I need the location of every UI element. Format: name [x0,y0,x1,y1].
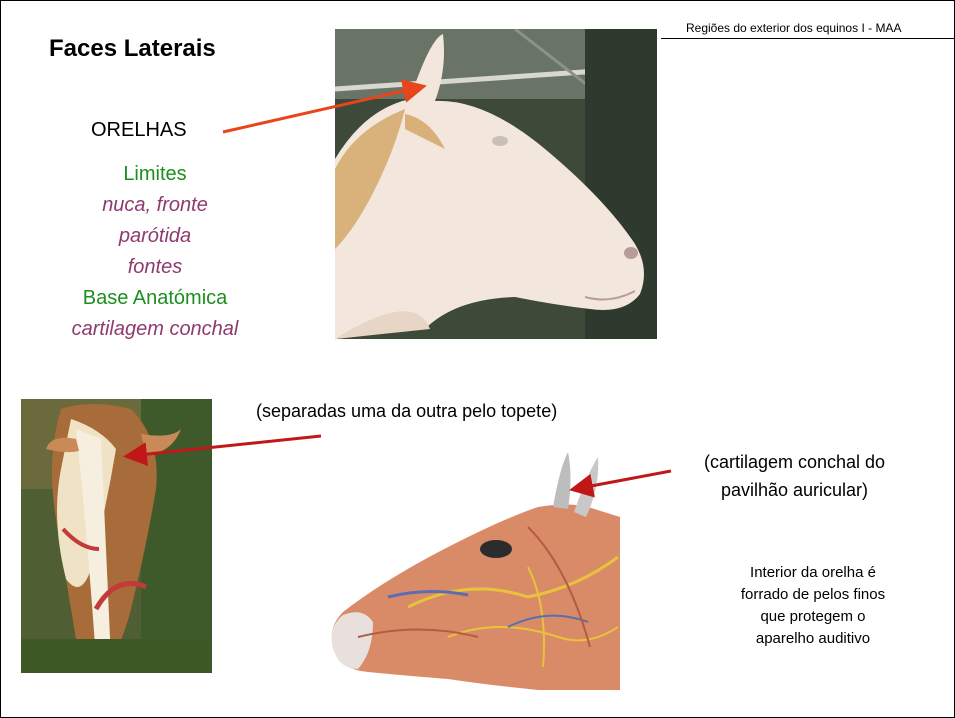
cartilage-note-line: pavilhão auricular) [720,480,869,500]
region-info: Limites nuca, fronte parótida fontes Bas… [21,159,289,345]
ear-interior-note-line: que protegem o [760,608,866,625]
limits-label: Limites [123,163,187,185]
base-value: cartilagem conchal [71,318,239,340]
base-label: Base Anatómica [82,287,228,309]
grazing-horse-photo [21,399,212,673]
cartilage-note-line: (cartilagem conchal do [703,452,886,472]
header-divider [661,38,954,39]
cartilage-note: (cartilagem conchal do pavilhão auricula… [677,448,912,504]
ear-interior-note-line: Interior da orelha é [750,564,876,581]
ear-interior-note-line: forrado de pelos finos [740,586,886,603]
slide-header: Regiões do exterior dos equinos I - MAA [686,21,902,35]
page-title: Faces Laterais [49,35,216,62]
topete-note: (separadas uma da outra pelo topete) [256,401,558,421]
limit-item: fontes [127,256,183,278]
limit-item: nuca, fronte [102,194,208,216]
ear-interior-note: Interior da orelha é forrado de pelos fi… [713,562,913,650]
ear-interior-note-line: aparelho auditivo [755,630,871,647]
horse-head-photo [335,29,657,339]
limit-item: parótida [118,225,192,247]
anatomy-illustration [328,447,620,690]
region-label: ORELHAS [91,119,187,141]
